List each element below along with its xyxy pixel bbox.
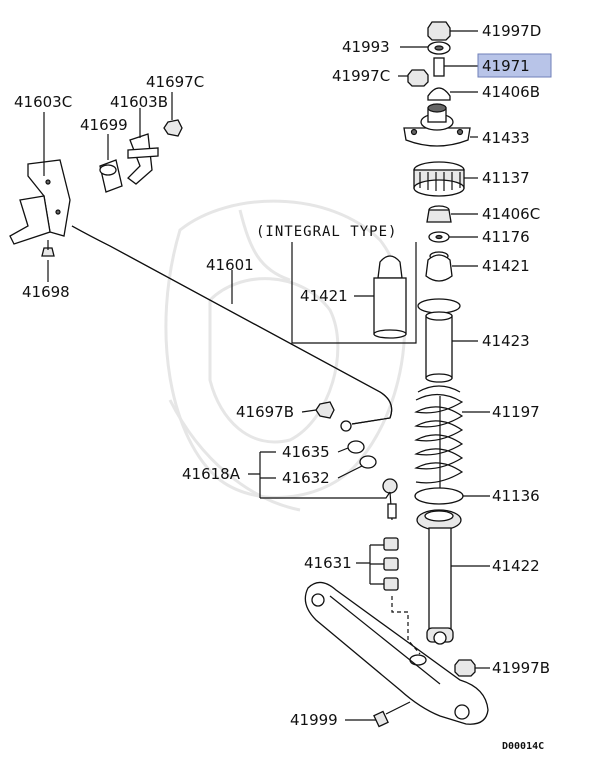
label-41993[interactable]: 41993 <box>342 38 390 56</box>
stabilizer-bar <box>71 225 393 432</box>
bushing-41699-icon <box>99 159 123 193</box>
label-41137[interactable]: 41137 <box>482 169 530 187</box>
shock-absorber-41422-icon <box>426 527 454 645</box>
label-41971[interactable]: 41971 <box>482 57 530 75</box>
dust-cover-41423-icon <box>417 298 461 383</box>
bolt-41698-icon <box>41 240 55 257</box>
label-41423[interactable]: 41423 <box>482 332 530 350</box>
bushing-41635-icon <box>347 440 365 454</box>
label-41136[interactable]: 41136 <box>492 487 540 505</box>
label-41601[interactable]: 41601 <box>206 256 254 274</box>
bracket-41603c-icon <box>9 159 71 245</box>
label-41698[interactable]: 41698 <box>22 283 70 301</box>
bolt-41999-icon <box>373 701 411 728</box>
strut-mount-41433-icon <box>403 103 471 147</box>
label-41421-integral[interactable]: 41421 <box>300 287 348 305</box>
bushing-41406c-icon <box>426 205 452 223</box>
label-41635[interactable]: 41635 <box>282 443 330 461</box>
integral-bump-stop-icon <box>373 255 407 339</box>
label-41421-right[interactable]: 41421 <box>482 257 530 275</box>
highlight-41971 <box>477 53 552 78</box>
label-41603c[interactable]: 41603C <box>14 93 72 111</box>
bushing-set-41631-icon <box>383 537 399 591</box>
labels: 41997D 41993 41971 41997C 41406B 41433 4… <box>14 22 550 752</box>
nut-41997b-icon <box>454 659 476 677</box>
nut-41697b-icon <box>315 401 335 419</box>
strut-assembly <box>403 21 476 677</box>
label-41997c-top[interactable]: 41997C <box>332 67 390 85</box>
bracket-41603b-icon <box>127 133 159 185</box>
integral-type-note: (INTEGRAL TYPE) <box>256 224 397 240</box>
stabilizer-link-icon <box>382 478 398 521</box>
label-41697b[interactable]: 41697B <box>236 403 294 421</box>
label-41406b[interactable]: 41406B <box>482 83 540 101</box>
nut-41697c-icon <box>163 119 183 137</box>
label-41433[interactable]: 41433 <box>482 129 530 147</box>
bushing-41406b-icon <box>427 87 451 101</box>
label-41618a[interactable]: 41618A <box>182 465 241 483</box>
spring-seat-41136-icon <box>414 487 464 531</box>
label-41631[interactable]: 41631 <box>304 554 352 572</box>
label-41997d: 41997D <box>482 22 541 40</box>
bearing-41137-icon <box>413 161 465 197</box>
nut-41997c-icon <box>407 69 429 87</box>
ring-41632-icon <box>359 455 377 469</box>
label-41603b[interactable]: 41603B <box>110 93 168 111</box>
bump-stop-41421-icon <box>425 251 453 282</box>
coil-spring-41197-icon <box>414 385 464 500</box>
label-41422[interactable]: 41422 <box>492 557 540 575</box>
label-41406c[interactable]: 41406C <box>482 205 540 223</box>
nut-41997d-icon <box>427 21 451 41</box>
collar-41971-icon <box>433 57 445 77</box>
label-41197[interactable]: 41197 <box>492 403 540 421</box>
label-41176[interactable]: 41176 <box>482 228 530 246</box>
label-41997b[interactable]: 41997B <box>492 659 550 677</box>
label-41697c[interactable]: 41697C <box>146 73 204 91</box>
diagram-code: D00014C <box>502 741 544 752</box>
label-41632[interactable]: 41632 <box>282 469 330 487</box>
label-41699[interactable]: 41699 <box>80 116 128 134</box>
lower-arm <box>304 581 489 725</box>
leader-lines <box>43 30 490 721</box>
label-41999[interactable]: 41999 <box>290 711 338 729</box>
